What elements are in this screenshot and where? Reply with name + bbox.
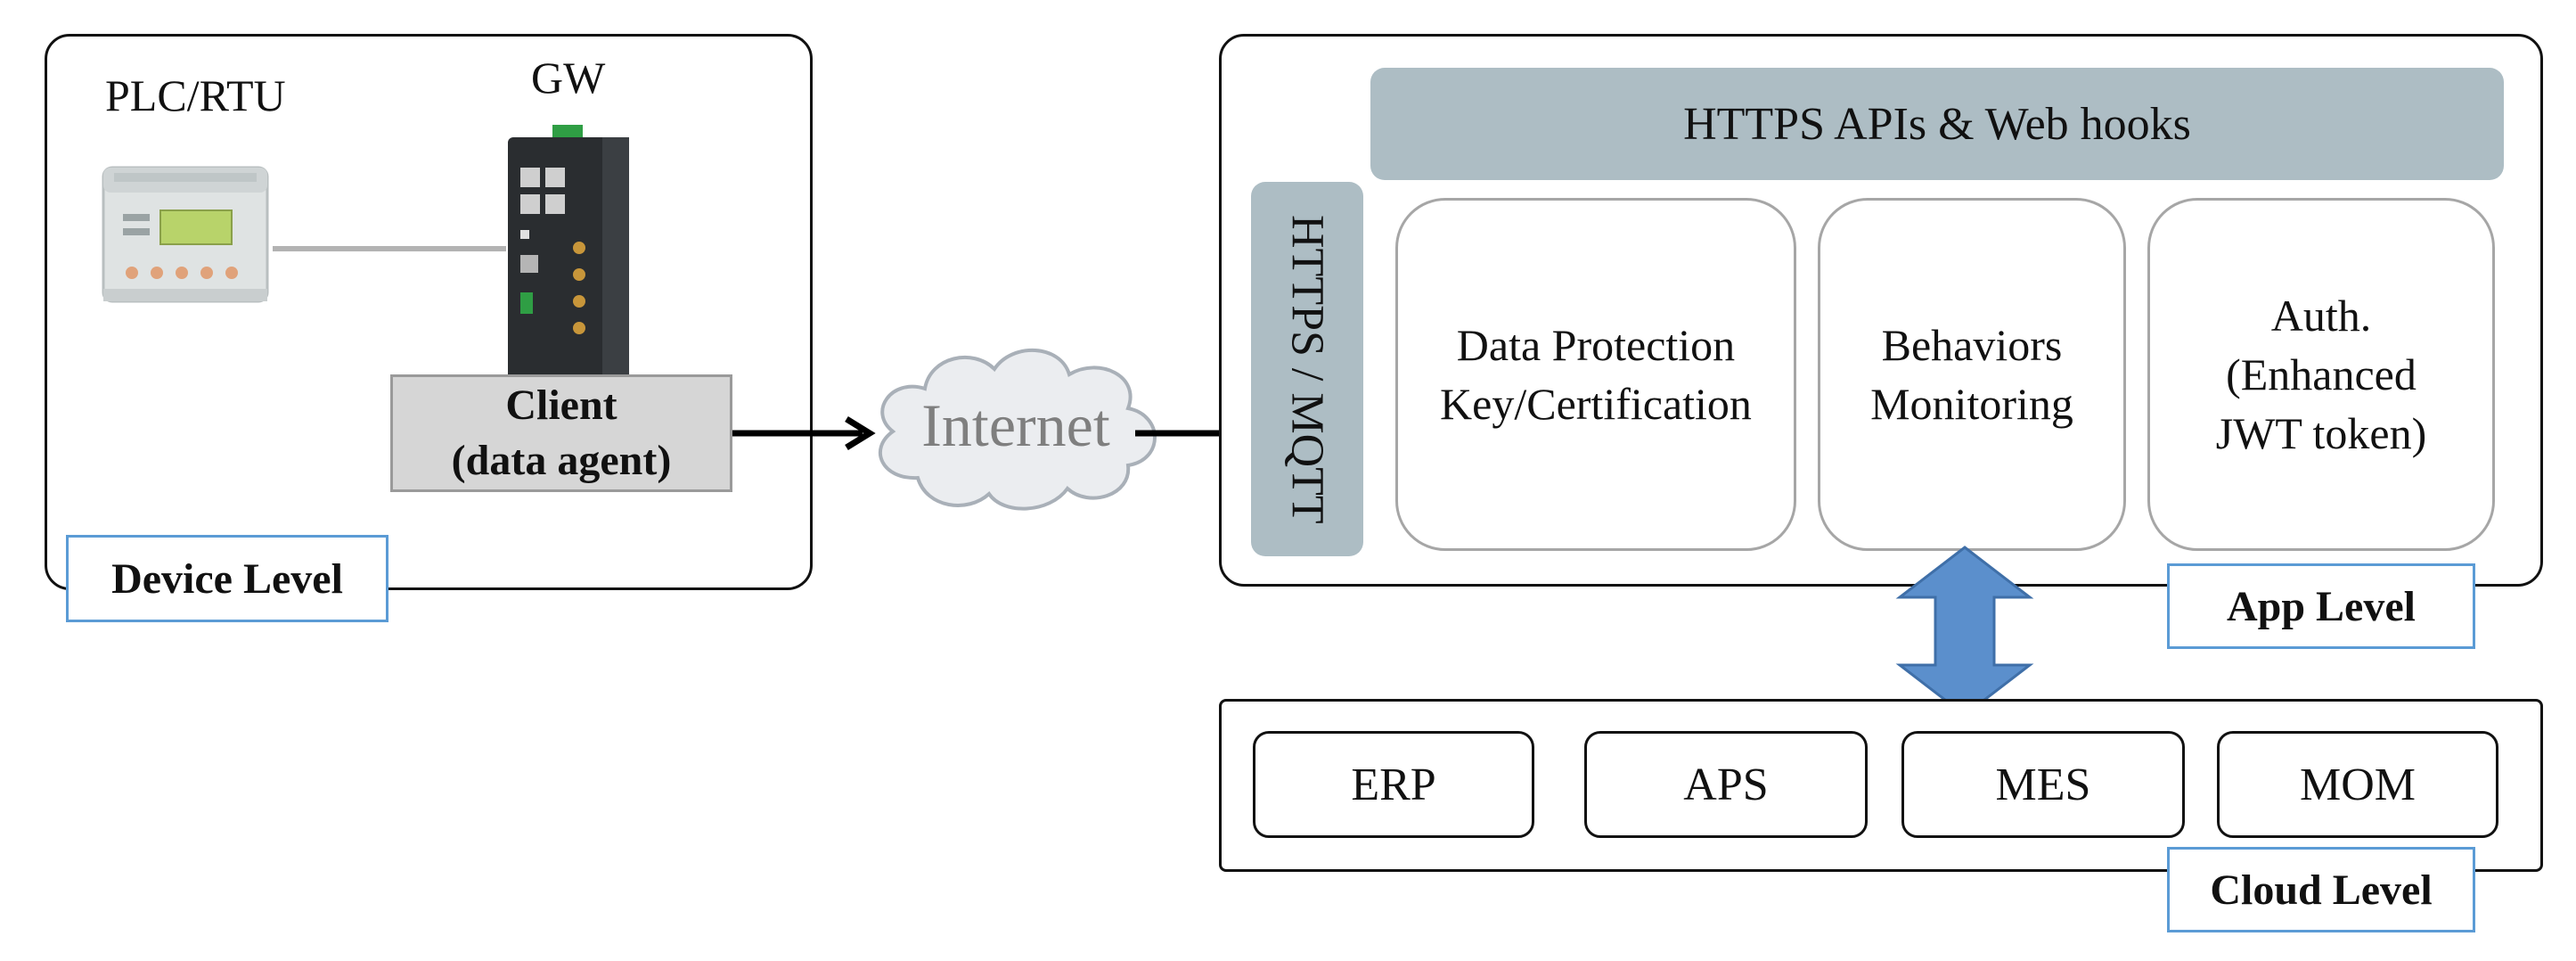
service-text-line: Monitoring <box>1870 379 2073 429</box>
service-text-line: Key/Certification <box>1440 379 1752 429</box>
plc-rtu-label: PLC/RTU <box>105 70 286 120</box>
service-auth-jwt: Auth. (Enhanced JWT token) <box>2147 198 2495 551</box>
https-apis-webhooks-band: HTTPS APIs & Web hooks <box>1370 68 2504 180</box>
internet-cloud-icon <box>878 349 1157 511</box>
device-level-panel <box>45 34 813 590</box>
module-aps: APS <box>1584 731 1868 838</box>
module-erp: ERP <box>1253 731 1534 838</box>
module-mes: MES <box>1901 731 2185 838</box>
client-line-2: (data agent) <box>451 437 672 484</box>
service-data-protection: Data Protection Key/Certification <box>1395 198 1796 551</box>
app-level-tag: App Level <box>2167 563 2475 649</box>
api-band-label: HTTPS APIs & Web hooks <box>1683 98 2191 150</box>
internet-label: Internet <box>921 391 1110 459</box>
gw-label: GW <box>531 53 606 103</box>
app-cloud-double-arrow <box>1895 546 2034 717</box>
cloud-level-tag: Cloud Level <box>2167 847 2475 932</box>
client-to-internet-arrow <box>732 416 876 450</box>
service-text-line: JWT token) <box>2215 408 2427 458</box>
service-text-line: Data Protection <box>1456 320 1736 370</box>
module-mom: MOM <box>2217 731 2498 838</box>
gateway-device-icon <box>508 125 629 380</box>
plc-device-icon <box>102 166 269 303</box>
https-mqtt-band: HTTPS / MQTT <box>1251 182 1363 556</box>
plc-gw-cable <box>273 246 506 251</box>
device-level-tag: Device Level <box>66 535 388 622</box>
service-text-line: Behaviors <box>1881 320 2063 370</box>
service-behaviors-monitoring: Behaviors Monitoring <box>1818 198 2126 551</box>
client-line-1: Client <box>505 381 617 429</box>
protocol-band-label: HTTPS / MQTT <box>1281 214 1333 524</box>
service-text-line: (Enhanced <box>2226 349 2417 399</box>
service-text-line: Auth. <box>2270 291 2372 341</box>
client-data-agent-box: Client (data agent) <box>390 374 732 492</box>
